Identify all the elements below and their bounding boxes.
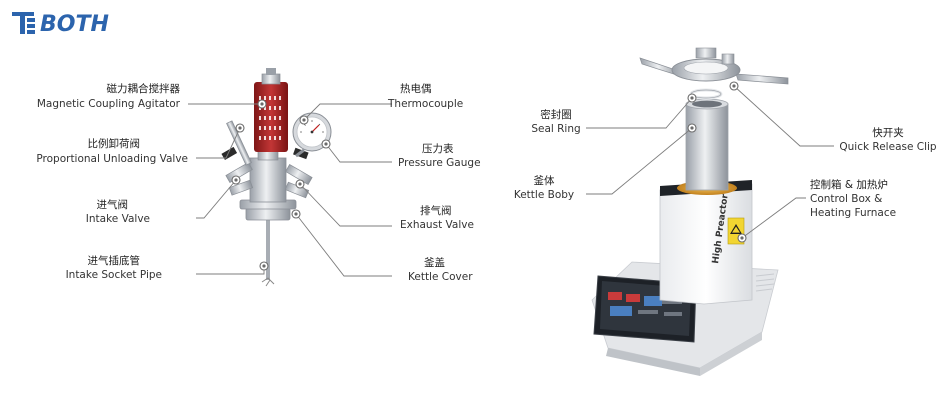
label-seal-ring: 密封圈 Seal Ring	[531, 108, 580, 135]
label-clip-cn: 快开夹	[872, 126, 904, 139]
callout-markers	[231, 81, 747, 271]
label-control-en2: Heating Furnace	[810, 207, 896, 219]
label-control-en1: Control Box &	[810, 193, 882, 205]
label-thermocouple: 热电偶 Thermocouple	[387, 82, 463, 110]
label-exhaust-valve: 排气阀 Exhaust Valve	[400, 204, 474, 231]
label-control-cn: 控制箱 & 加热炉	[810, 178, 888, 191]
label-clip-en: Quick Release Clip	[839, 141, 937, 153]
label-agitator: 磁力耦合搅拌器 Magnetic Coupling Agitator	[37, 82, 181, 110]
label-intake-valve: 进气阀 Intake Valve	[86, 198, 150, 225]
label-exhaust-en: Exhaust Valve	[400, 219, 474, 231]
label-kettle-cn: 釜体	[534, 174, 555, 187]
label-thermo-en: Thermocouple	[387, 98, 463, 110]
label-socket-en: Intake Socket Pipe	[66, 269, 162, 281]
label-unloading-en: Proportional Unloading Valve	[36, 153, 188, 165]
label-agitator-en: Magnetic Coupling Agitator	[37, 98, 181, 110]
label-cover-cn: 釜盖	[424, 256, 445, 269]
label-control-box: 控制箱 & 加热炉 Control Box & Heating Furnace	[810, 178, 896, 219]
label-kettle-body: 釜体 Kettle Boby	[514, 174, 574, 201]
label-pressure-gauge: 压力表 Pressure Gauge	[398, 142, 481, 169]
label-pressure-cn: 压力表	[422, 142, 454, 155]
label-exhaust-cn: 排气阀	[420, 204, 452, 217]
label-socket-cn: 进气插底管	[88, 254, 141, 267]
leader-lines	[188, 85, 834, 277]
device-illustration: High Preactor	[591, 47, 789, 376]
label-thermo-cn: 热电偶	[400, 82, 432, 95]
label-unloading-valve: 比例卸荷阀 Proportional Unloading Valve	[36, 137, 188, 165]
label-kettle-en: Kettle Boby	[514, 189, 574, 201]
label-seal-en: Seal Ring	[531, 123, 580, 135]
label-unloading-cn: 比例卸荷阀	[88, 137, 141, 150]
label-agitator-cn: 磁力耦合搅拌器	[107, 82, 181, 95]
label-kettle-cover: 釜盖 Kettle Cover	[408, 256, 473, 283]
label-quick-release-clip: 快开夹 Quick Release Clip	[839, 126, 937, 153]
brand-name: BOTH	[40, 12, 109, 37]
brand-logo: BOTH	[12, 12, 109, 37]
label-pressure-en: Pressure Gauge	[398, 157, 481, 169]
label-cover-en: Kettle Cover	[408, 271, 473, 283]
label-socket-pipe: 进气插底管 Intake Socket Pipe	[66, 254, 162, 281]
label-intake-en: Intake Valve	[86, 213, 150, 225]
label-seal-cn: 密封圈	[540, 108, 572, 121]
logo-mark-icon	[12, 12, 35, 34]
label-intake-cn: 进气阀	[97, 198, 129, 211]
